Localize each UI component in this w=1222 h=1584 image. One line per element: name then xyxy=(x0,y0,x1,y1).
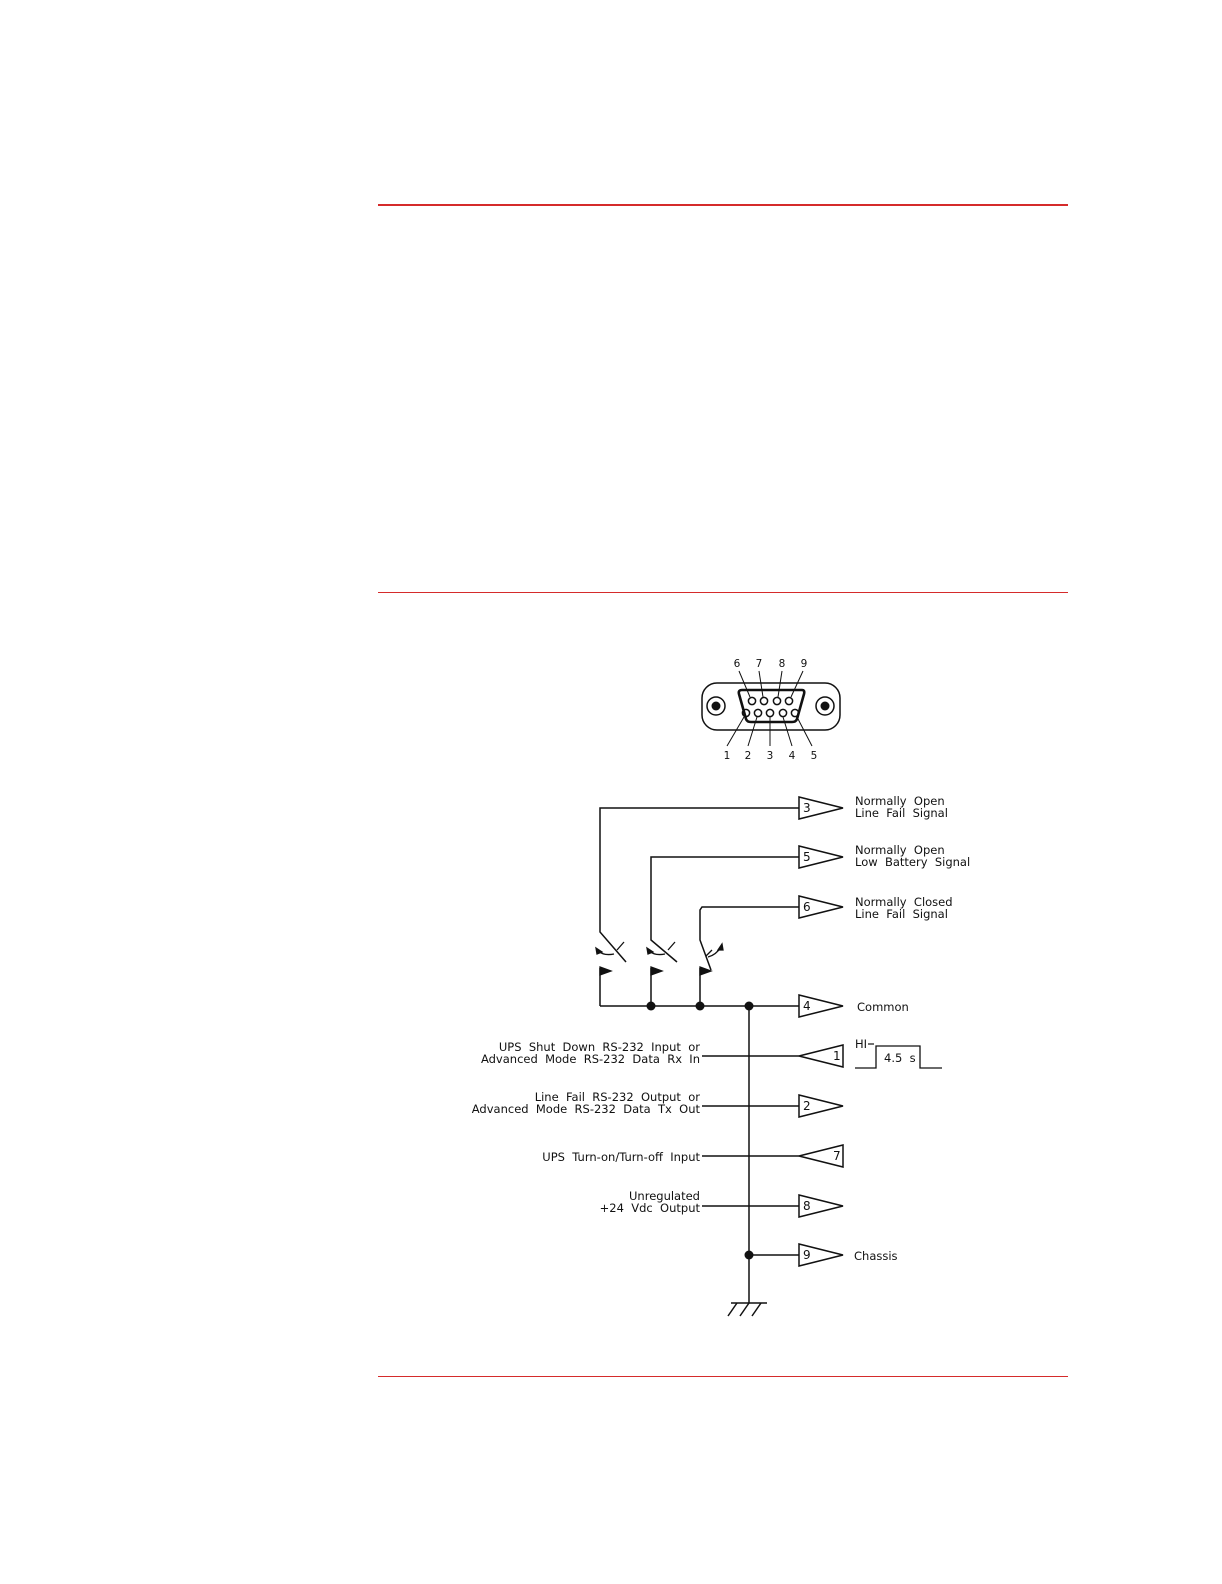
junction-dot xyxy=(744,1250,754,1260)
buffer-pin-1 xyxy=(798,1044,844,1068)
contact-flag-1 xyxy=(599,966,613,976)
buffer-pin-number: 1 xyxy=(833,1049,841,1063)
connector-pin-label: 4 xyxy=(789,750,796,762)
buffer-pin-number: 6 xyxy=(803,900,811,914)
buffer-pin-number: 7 xyxy=(833,1149,841,1163)
junction-dot xyxy=(695,1001,705,1011)
signal-label: +24 Vdc Output xyxy=(600,1201,701,1215)
signal-label: Unregulated xyxy=(629,1189,700,1203)
pin-2-contact xyxy=(753,708,763,718)
circuit-wiring xyxy=(599,807,799,1317)
pin-7-contact xyxy=(759,696,769,706)
pulse-trace xyxy=(855,1045,942,1069)
buffer-pin-number: 5 xyxy=(803,850,811,864)
signal-label: Normally Open xyxy=(855,843,945,857)
connector-pin-label: 1 xyxy=(724,750,731,762)
wire-pin-5 xyxy=(650,856,799,963)
buffer-pin-8 xyxy=(798,1194,844,1218)
db9-connector xyxy=(701,670,841,747)
connector-pin-label: 3 xyxy=(767,750,774,762)
pulse-waveform: HI 4.5 s xyxy=(855,1037,942,1069)
connector-pin-label: 8 xyxy=(779,658,786,670)
buffer-pin-3 xyxy=(798,796,844,820)
pulse-hi-label: HI xyxy=(855,1037,867,1051)
contact-flag-3 xyxy=(699,966,713,976)
buffer-pin-number: 3 xyxy=(803,801,811,815)
middle-rule xyxy=(378,592,1068,593)
pin-6-contact xyxy=(747,696,757,706)
buffer-pin-6 xyxy=(798,895,844,919)
mounting-hole-right xyxy=(815,696,835,716)
signal-label: Advanced Mode RS-232 Data Rx In xyxy=(481,1052,700,1066)
top-rule xyxy=(378,204,1068,206)
signal-label: Low Battery Signal xyxy=(855,855,970,869)
buffer-pin-numbers: 3 5 6 4 2 8 9 1 7 xyxy=(803,801,841,1262)
signal-label: UPS Shut Down RS-232 Input or xyxy=(499,1040,700,1054)
bottom-rule xyxy=(378,1376,1068,1377)
buffer-pin-4 xyxy=(798,994,844,1018)
signal-label: UPS Turn-on/Turn-off Input xyxy=(542,1150,700,1164)
signal-label: Common xyxy=(857,1000,909,1014)
output-buffers xyxy=(798,796,844,1267)
junction-dots xyxy=(646,1001,754,1260)
ground-symbol-hatch xyxy=(751,1302,762,1317)
buffer-pin-number: 2 xyxy=(803,1099,811,1113)
signal-label: Line Fail Signal xyxy=(855,907,948,921)
signal-label: Line Fail RS-232 Output or xyxy=(535,1090,701,1104)
junction-dot xyxy=(646,1001,656,1011)
signal-label: Normally Closed xyxy=(855,895,953,909)
input-labels: UPS Shut Down RS-232 Input or Advanced M… xyxy=(472,1040,701,1215)
ground-symbol-hatch xyxy=(739,1302,750,1317)
wire-pin-6 xyxy=(699,906,799,971)
buffer-pin-number: 8 xyxy=(803,1199,811,1213)
connector-pin-label: 7 xyxy=(756,658,763,670)
relay-contacts xyxy=(595,941,724,976)
signal-label: Normally Open xyxy=(855,794,945,808)
mounting-screw-left xyxy=(711,701,721,711)
signal-label: Line Fail Signal xyxy=(855,806,948,820)
connector-pin-label: 2 xyxy=(745,750,752,762)
wire-pin-3 xyxy=(599,807,799,963)
pin-8-contact xyxy=(772,696,782,706)
connector-pin-label: 6 xyxy=(734,658,741,670)
buffer-pin-number: 4 xyxy=(803,999,811,1013)
pin-4-contact xyxy=(778,708,788,718)
buffer-pin-9 xyxy=(798,1243,844,1267)
mounting-hole-left xyxy=(706,696,726,716)
output-labels: Normally Open Line Fail Signal Normally … xyxy=(854,794,970,1263)
buffer-pin-2 xyxy=(798,1094,844,1118)
signal-label: Chassis xyxy=(854,1249,898,1263)
pulse-duration-label: 4.5 s xyxy=(884,1051,916,1065)
junction-dot xyxy=(744,1001,754,1011)
mounting-screw-right xyxy=(820,701,830,711)
buffer-pin-number: 9 xyxy=(803,1248,811,1262)
pin-9-contact xyxy=(784,696,794,706)
pin-3-contact xyxy=(765,708,775,718)
buffer-pin-7 xyxy=(798,1144,844,1168)
connector-pin-label: 9 xyxy=(801,658,808,670)
pin-5-contact xyxy=(790,708,800,718)
connector-flange xyxy=(701,682,841,731)
signal-label: Advanced Mode RS-232 Data Tx Out xyxy=(472,1102,701,1116)
pin-1-contact xyxy=(741,708,751,718)
input-buffers xyxy=(798,1044,844,1168)
connector-pin-labels: 6 7 8 9 1 2 3 4 5 xyxy=(724,658,818,762)
connector-pin-label: 5 xyxy=(811,750,818,762)
contact-flag-2 xyxy=(650,966,664,976)
connector-shell xyxy=(737,688,806,724)
ground-symbol-hatch xyxy=(727,1302,738,1317)
buffer-pin-5 xyxy=(798,845,844,869)
